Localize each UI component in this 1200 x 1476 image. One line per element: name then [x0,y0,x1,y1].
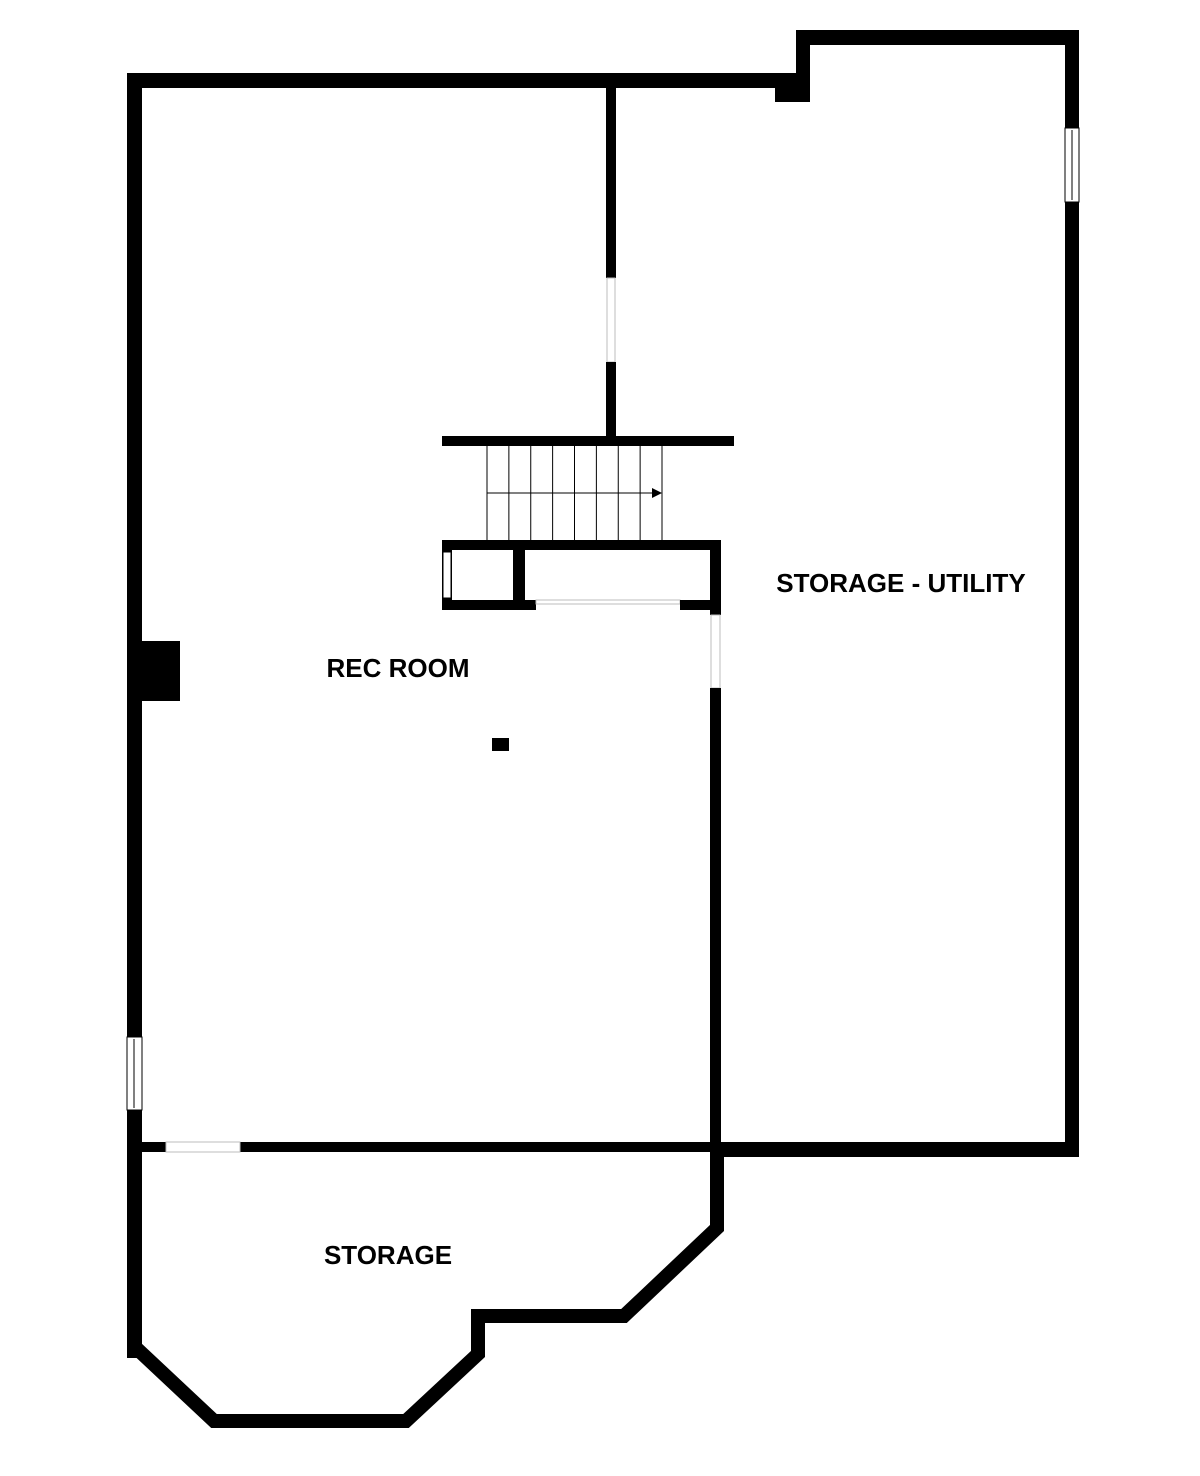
closet-door-left [442,551,452,599]
utility-right-wall-top [1065,30,1079,128]
utility-left-wall [710,688,721,1157]
utility-bottom-wall [710,1142,1079,1157]
utility-step-wall [796,30,810,102]
stairs [486,446,663,540]
storage-outline [127,1150,724,1428]
storage-label: STORAGE [324,1240,452,1270]
utility-right-wall [1065,202,1079,1157]
windows [126,127,1080,1153]
closet-right-wall [710,540,721,615]
partition-door [606,277,616,363]
closet-door-bottom [535,599,681,605]
storage-walls [127,1150,724,1428]
utility-door [710,614,721,689]
rec-room-label: REC ROOM [327,653,470,683]
left-wall-upper [127,73,142,1037]
rec-bottom-wall-left [127,1142,166,1152]
storage-utility-label: STORAGE - UTILITY [776,568,1025,598]
utility-top-wall [796,30,1079,45]
storage-door [165,1141,241,1153]
partition-upper [606,85,616,278]
closet-bottom-wall [442,600,536,610]
column [492,738,509,751]
fireplace-block [127,641,180,701]
stair-top-wall [442,436,734,446]
exterior-walls [127,30,1079,1358]
closet-bottom-wall-right [680,600,715,610]
interior-walls [442,85,734,1157]
closet-divider [513,545,525,605]
rec-bottom-wall-right [240,1142,725,1152]
stair-arrow-icon [652,488,662,498]
top-wall-left [127,73,810,88]
partition-mid [606,362,616,442]
stair-bottom-wall [442,540,721,550]
